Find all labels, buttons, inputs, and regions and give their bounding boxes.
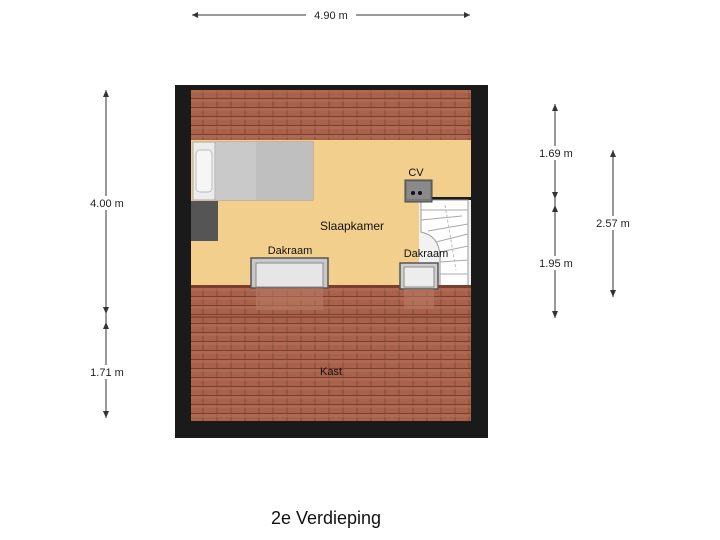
dimension-label-right-upper: 1.69 m	[539, 148, 573, 160]
skylight-left	[250, 257, 329, 310]
dimension-label-left-upper: 4.00 m	[90, 198, 124, 210]
storage-label: Kast	[320, 366, 342, 378]
boiler-label: CV	[408, 167, 424, 179]
floor-title: 2e Verdieping	[270, 508, 382, 528]
dimension-label-top: 4.90 m	[314, 10, 348, 22]
bedroom-label: Slaapkamer	[320, 219, 384, 233]
boiler	[404, 179, 433, 203]
dimension-label-right-total: 2.57 m	[596, 218, 630, 230]
skylight-right	[399, 262, 439, 309]
dimension-left: 4.00 m 1.71 m	[84, 90, 130, 418]
skylight-left-label: Dakraam	[268, 245, 313, 257]
bed	[192, 141, 314, 201]
skylight-right-label: Dakraam	[404, 248, 449, 260]
nightstand	[191, 201, 218, 241]
dimension-right-inner: 1.69 m 1.95 m	[532, 104, 578, 318]
dimension-label-right-lower: 1.95 m	[539, 258, 573, 270]
roof-slope-top	[191, 90, 471, 140]
dimension-top-width: 4.90 m	[192, 8, 470, 22]
dimension-label-left-lower: 1.71 m	[90, 367, 124, 379]
dimension-right-outer: 2.57 m	[590, 150, 636, 297]
stair-wall	[417, 197, 471, 200]
